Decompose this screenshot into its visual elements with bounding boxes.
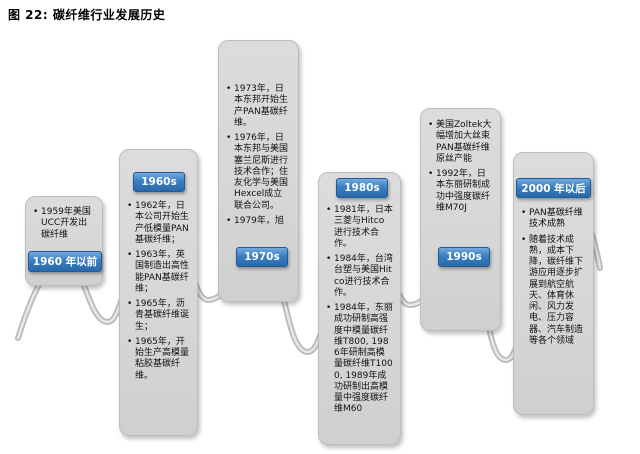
- timeline-item: 1976年，日本东邦与美国塞兰尼斯进行技术合作；住友化学与美国Hexcel成立联…: [226, 133, 291, 212]
- timeline-item: 随着技术成熟，成本下降，碳纤维下游应用逐步扩展到航空航天、体育休闲、风力发电、压…: [521, 235, 586, 348]
- timeline-item: 1981年，日本三菱与Hitco进行技术合作。: [326, 205, 393, 250]
- timeline-item: 1984年，台湾台塑与美国Hitco进行技术合作。: [326, 254, 393, 299]
- timeline-label-1970s: 1970s: [236, 247, 288, 267]
- timeline-item: PAN基碳纤维技术成熟: [521, 208, 586, 231]
- timeline-card-items: 1981年，日本三菱与Hitco进行技术合作。 1984年，台湾台塑与美国Hit…: [319, 205, 400, 416]
- timeline-card-items: 美国Zoltek大幅增加大丝束PAN基碳纤维原丝产能 1992年，日本东丽研制成…: [421, 120, 500, 214]
- timeline-item: 1959年美国UCC开发出碳纤维: [33, 207, 95, 241]
- timeline-item: 1962年，日本公司开始生产低模量PAN基碳纤维；: [127, 201, 190, 246]
- timeline-card-1990s: 美国Zoltek大幅增加大丝束PAN基碳纤维原丝产能 1992年，日本东丽研制成…: [420, 108, 501, 331]
- timeline-card-items: 1973年，日本东邦开始生产PAN基碳纤维。 1976年，日本东邦与美国塞兰尼斯…: [219, 84, 298, 227]
- timeline-card-1960s: 1962年，日本公司开始生产低模量PAN基碳纤维； 1963年，英国制造出高性能…: [119, 149, 198, 436]
- timeline-item: 美国Zoltek大幅增加大丝束PAN基碳纤维原丝产能: [428, 120, 493, 165]
- timeline-label-1980s: 1980s: [336, 178, 388, 198]
- timeline-label-post-2000: 2000 年以后: [516, 178, 591, 198]
- timeline-item: 1984年，东丽成功研制高强度中模量碳纤维T800, 1986年研制高模量碳纤维…: [326, 303, 393, 416]
- timeline-item: 1965年，沥青基碳纤维诞生；: [127, 299, 190, 333]
- timeline-item: 1973年，日本东邦开始生产PAN基碳纤维。: [226, 84, 291, 129]
- timeline-item: 1963年，英国制造出高性能PAN基碳纤维；: [127, 250, 190, 295]
- timeline-card-items: PAN基碳纤维技术成熟 随着技术成熟，成本下降，碳纤维下游应用逐步扩展到航空航天…: [514, 208, 593, 347]
- timeline-item: 1965年，开始生产高模量粘胶基碳纤维。: [127, 337, 190, 382]
- timeline-label-1990s: 1990s: [438, 247, 490, 267]
- timeline-card-items: 1962年，日本公司开始生产低模量PAN基碳纤维； 1963年，英国制造出高性能…: [120, 201, 197, 382]
- timeline-label-1960s: 1960s: [133, 172, 185, 192]
- timeline-item: 1979年，旭: [226, 216, 291, 228]
- timeline-label-pre-1960: 1960 年以前: [28, 251, 102, 272]
- timeline-card-items: 1959年美国UCC开发出碳纤维: [26, 207, 102, 241]
- timeline-card-pre-1960: 1959年美国UCC开发出碳纤维: [25, 196, 103, 286]
- timeline-card-1980s: 1981年，日本三菱与Hitco进行技术合作。 1984年，台湾台塑与美国Hit…: [318, 172, 401, 445]
- figure-title: 图 22: 碳纤维行业发展历史: [8, 8, 166, 22]
- timeline-item: 1992年，日本东丽研制成功中强度碳纤维M70J: [428, 169, 493, 214]
